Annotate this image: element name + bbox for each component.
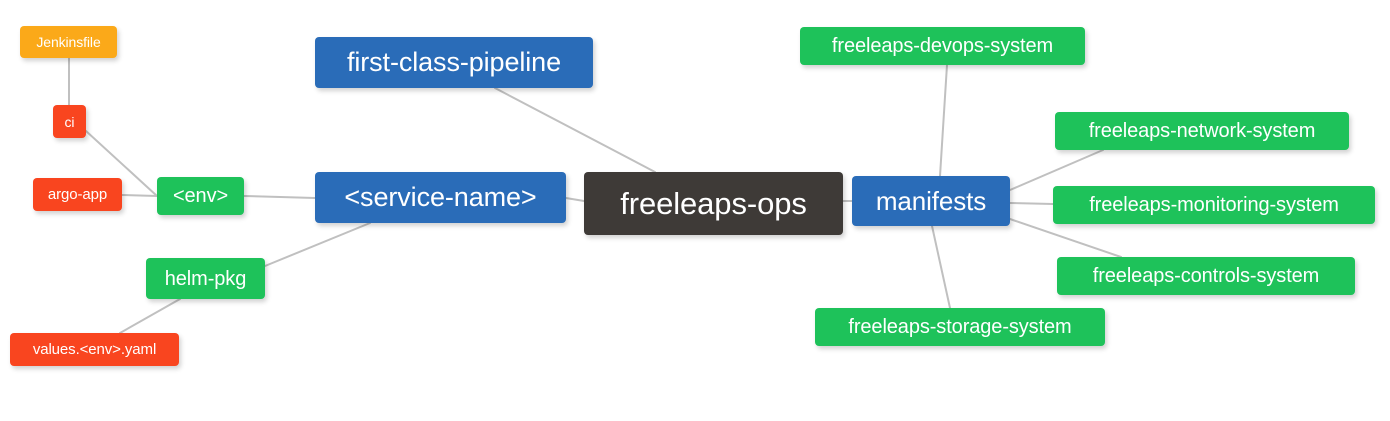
node-freeleaps-devops-system[interactable]: freeleaps-devops-system bbox=[800, 27, 1085, 65]
edge-manifests-to-freeleaps-storage-system bbox=[931, 225, 951, 309]
edge-argo-app-to-env bbox=[121, 194, 158, 197]
node-label-env: <env> bbox=[172, 185, 229, 207]
edge-service-name-to-freeleaps-ops bbox=[565, 197, 585, 202]
node-freeleaps-controls-system[interactable]: freeleaps-controls-system bbox=[1057, 257, 1355, 295]
node-label-freeleaps-monitoring-system: freeleaps-monitoring-system bbox=[1089, 194, 1339, 216]
node-label-argo-app: argo-app bbox=[47, 186, 108, 203]
node-label-first-class-pipeline: first-class-pipeline bbox=[346, 47, 562, 77]
edge-helm-pkg-to-values-yaml bbox=[119, 298, 181, 334]
node-jenkinsfile[interactable]: Jenkinsfile bbox=[20, 26, 117, 58]
node-freeleaps-storage-system[interactable]: freeleaps-storage-system bbox=[815, 308, 1105, 346]
node-label-freeleaps-devops-system: freeleaps-devops-system bbox=[831, 35, 1054, 57]
node-label-freeleaps-storage-system: freeleaps-storage-system bbox=[848, 316, 1072, 338]
node-label-service-name: <service-name> bbox=[344, 182, 537, 212]
node-argo-app[interactable]: argo-app bbox=[33, 178, 122, 211]
node-label-jenkinsfile: Jenkinsfile bbox=[36, 34, 101, 50]
node-freeleaps-ops[interactable]: freeleaps-ops bbox=[584, 172, 843, 235]
node-ci[interactable]: ci bbox=[53, 105, 86, 138]
node-label-freeleaps-ops: freeleaps-ops bbox=[620, 186, 807, 221]
edge-manifests-to-freeleaps-controls-system bbox=[1009, 218, 1122, 258]
node-manifests[interactable]: manifests bbox=[852, 176, 1010, 226]
node-label-ci: ci bbox=[64, 113, 75, 130]
node-freeleaps-monitoring-system[interactable]: freeleaps-monitoring-system bbox=[1053, 186, 1375, 224]
edge-manifests-to-freeleaps-network-system bbox=[1009, 149, 1104, 191]
node-label-freeleaps-controls-system: freeleaps-controls-system bbox=[1092, 265, 1320, 287]
edge-env-to-service-name bbox=[243, 195, 316, 199]
node-freeleaps-network-system[interactable]: freeleaps-network-system bbox=[1055, 112, 1349, 150]
edge-service-name-to-helm-pkg bbox=[264, 222, 371, 267]
node-service-name[interactable]: <service-name> bbox=[315, 172, 566, 223]
node-values-yaml[interactable]: values.<env>.yaml bbox=[10, 333, 179, 366]
edge-first-class-pipeline-to-freeleaps-ops bbox=[494, 87, 656, 173]
node-env[interactable]: <env> bbox=[157, 177, 244, 215]
edge-manifests-to-freeleaps-monitoring-system bbox=[1009, 202, 1054, 205]
node-helm-pkg[interactable]: helm-pkg bbox=[146, 258, 265, 299]
node-first-class-pipeline[interactable]: first-class-pipeline bbox=[315, 37, 593, 88]
node-label-manifests: manifests bbox=[875, 186, 987, 216]
edge-manifests-to-freeleaps-devops-system bbox=[939, 64, 948, 177]
node-label-freeleaps-network-system: freeleaps-network-system bbox=[1088, 120, 1316, 142]
node-label-values-yaml: values.<env>.yaml bbox=[32, 341, 157, 358]
node-label-helm-pkg: helm-pkg bbox=[164, 267, 247, 290]
